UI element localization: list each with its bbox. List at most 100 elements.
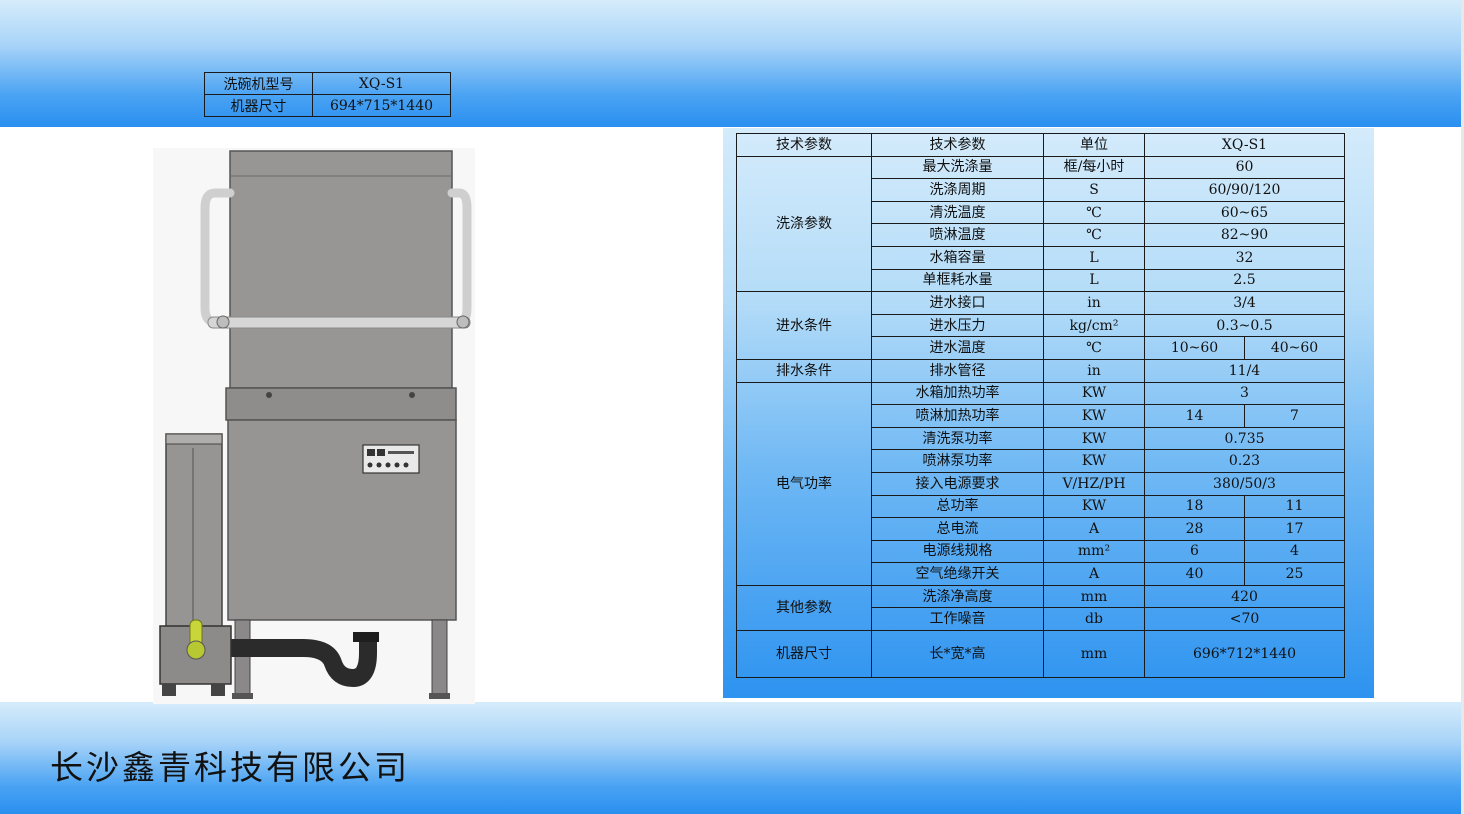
spec-group-label: 进水条件 <box>736 291 872 360</box>
spec-header-row: 技术参数 技术参数 单位 XQ-S1 <box>736 133 1345 157</box>
spec-value: 10~60 <box>1144 336 1245 360</box>
spec-param: 水箱加热功率 <box>871 381 1044 406</box>
spec-unit: A <box>1043 517 1145 541</box>
spec-value: 2.5 <box>1144 268 1345 293</box>
spec-unit: A <box>1043 562 1145 586</box>
leg-right <box>431 619 448 699</box>
spec-value: 18 <box>1144 494 1245 519</box>
page-edge <box>1461 0 1464 814</box>
size-key: 机器尺寸 <box>204 94 313 117</box>
spec-param: 喷淋加热功率 <box>871 404 1044 428</box>
spec-value: 4 <box>1244 539 1345 564</box>
body <box>227 419 457 621</box>
spec-unit: S <box>1043 178 1145 202</box>
spec-unit: KW <box>1043 404 1145 428</box>
size-row: 机器尺寸 694*715*1440 <box>204 94 451 117</box>
spec-value: 60 <box>1144 155 1345 180</box>
spec-value: 7 <box>1244 404 1345 428</box>
spec-unit: L <box>1043 268 1145 293</box>
spec-unit: 框/每小时 <box>1043 155 1145 180</box>
control-panel-icon <box>362 444 420 474</box>
model-row: 洗碗机型号 XQ-S1 <box>204 72 451 95</box>
spec-value: 0.3~0.5 <box>1144 313 1345 338</box>
header-unit: 单位 <box>1043 133 1145 157</box>
spec-value: 11 <box>1244 494 1345 519</box>
spec-value: 60~65 <box>1144 200 1345 225</box>
header-category: 技术参数 <box>736 133 872 157</box>
leg-left <box>234 619 251 699</box>
spec-unit: mm² <box>1043 539 1145 564</box>
spec-param: 排水管径 <box>871 358 1044 383</box>
spec-unit: ℃ <box>1043 223 1145 247</box>
spec-unit: mm <box>1043 584 1145 609</box>
spec-unit: V/HZ/PH <box>1043 471 1145 496</box>
spec-group-label: 电气功率 <box>736 381 872 586</box>
company-name: 长沙鑫青科技有限公司 <box>50 748 410 787</box>
spec-value: 6 <box>1144 539 1245 564</box>
spec-param: 水箱容量 <box>871 245 1044 270</box>
spec-value: 40 <box>1144 562 1245 586</box>
spec-group-label: 机器尺寸 <box>736 630 872 679</box>
body-top <box>225 387 457 421</box>
spec-param: 长*宽*高 <box>871 630 1044 679</box>
dishwasher-illustration <box>153 148 475 704</box>
spec-unit: in <box>1043 358 1145 383</box>
spec-value: 11/4 <box>1144 358 1345 383</box>
spec-param: 喷淋泵功率 <box>871 449 1044 473</box>
spec-value: 3 <box>1144 381 1345 406</box>
spec-value: <70 <box>1144 607 1345 632</box>
spec-unit: kg/cm² <box>1043 313 1145 338</box>
spec-value: 32 <box>1144 245 1345 270</box>
spec-param: 最大洗涤量 <box>871 155 1044 180</box>
drain-pipe <box>223 638 377 688</box>
spec-value: 0.23 <box>1144 449 1345 473</box>
spec-value: 25 <box>1244 562 1345 586</box>
spec-param: 电源线规格 <box>871 539 1044 564</box>
spec-param: 洗涤净高度 <box>871 584 1044 609</box>
spec-value: 3/4 <box>1144 291 1345 315</box>
model-value: XQ-S1 <box>312 72 451 95</box>
size-value: 694*715*1440 <box>312 94 451 117</box>
spec-unit: KW <box>1043 381 1145 406</box>
spec-unit: db <box>1043 607 1145 632</box>
spec-unit: mm <box>1043 630 1145 679</box>
spec-param: 总电流 <box>871 517 1044 541</box>
spec-value: 380/50/3 <box>1144 471 1345 496</box>
spec-value: 82~90 <box>1144 223 1345 247</box>
spec-unit: KW <box>1043 426 1145 451</box>
spec-param: 清洗温度 <box>871 200 1044 225</box>
model-key: 洗碗机型号 <box>204 72 313 95</box>
spec-param: 进水压力 <box>871 313 1044 338</box>
spec-value: 17 <box>1244 517 1345 541</box>
hood <box>229 150 453 389</box>
spec-group-label: 洗涤参数 <box>736 155 872 293</box>
header-model: XQ-S1 <box>1144 133 1345 157</box>
model-info-table: 洗碗机型号 XQ-S1 机器尺寸 694*715*1440 <box>204 72 451 117</box>
header-param: 技术参数 <box>871 133 1044 157</box>
spec-group-label: 其他参数 <box>736 584 872 632</box>
spec-unit: KW <box>1043 494 1145 519</box>
handle-bar <box>207 316 471 329</box>
spec-param: 进水接口 <box>871 291 1044 315</box>
spec-value: 420 <box>1144 584 1345 609</box>
spec-param: 总功率 <box>871 494 1044 519</box>
spec-param: 喷淋温度 <box>871 223 1044 247</box>
spec-group-label: 排水条件 <box>736 358 872 383</box>
spec-unit: ℃ <box>1043 336 1145 360</box>
spec-param: 工作噪音 <box>871 607 1044 632</box>
